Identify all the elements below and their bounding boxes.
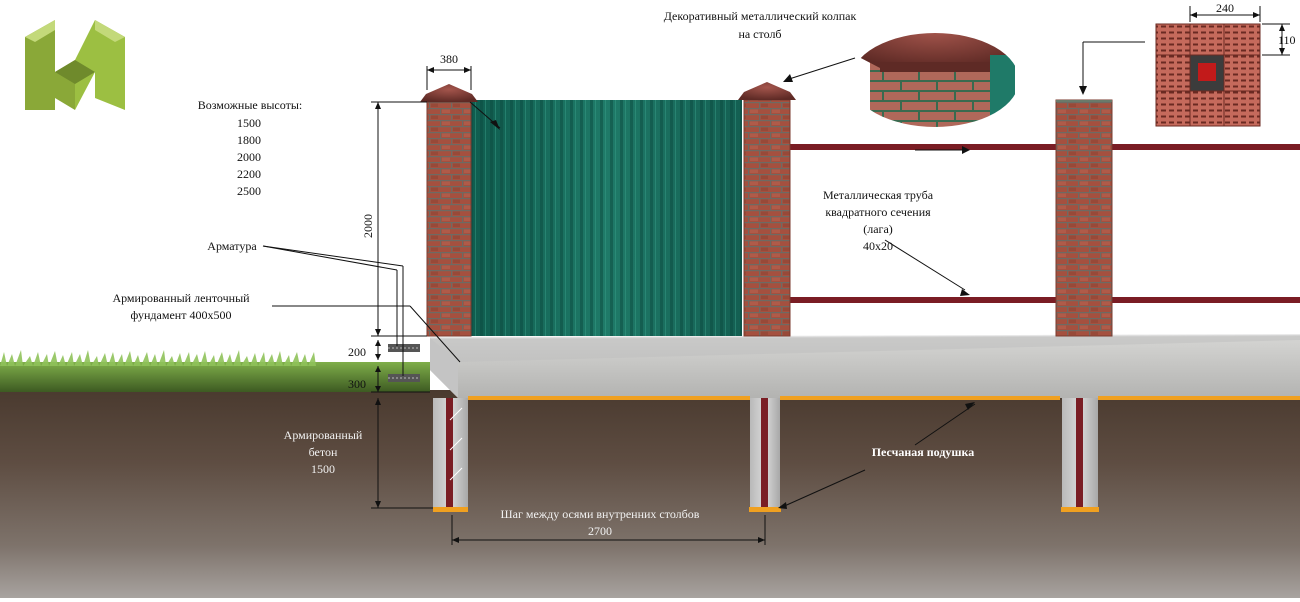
height-2000: 2000: [237, 150, 261, 164]
cap-label-line2: на столб: [738, 27, 781, 41]
heights-title: Возможные высоты:: [198, 98, 303, 112]
height-1500: 1500: [237, 116, 261, 130]
sand-label: Песчаная подушка: [872, 445, 975, 459]
dim-240: 240: [1216, 1, 1234, 15]
pipe-bottom: [790, 297, 1300, 303]
dim-200: 200: [348, 345, 366, 359]
brick-pillar-left: [420, 84, 478, 337]
dim-380: 380: [440, 52, 458, 66]
pipe-label-2: квадратного сечения: [825, 205, 931, 219]
underground-post-2: [749, 398, 781, 512]
brick-pillar-middle: [738, 82, 796, 337]
underground-post-1: [433, 398, 468, 512]
cap-zoom-bubble: [849, 31, 1021, 129]
pipe-label-4: 40х20: [863, 239, 893, 253]
profiled-sheet: [470, 100, 742, 336]
grass: [0, 362, 430, 392]
company-logo: [25, 20, 125, 110]
underground-post-3: [1061, 398, 1099, 512]
foundation-label-1: Армированный ленточный: [112, 291, 250, 305]
step-label-2: 2700: [588, 524, 612, 538]
height-2500: 2500: [237, 184, 261, 198]
brick-pillar-right: [1055, 99, 1113, 337]
soil: [0, 390, 1300, 598]
cap-label-line1: Декоративный металлический колпак: [664, 9, 857, 23]
step-label-1: Шаг между осями внутренних столбов: [501, 507, 700, 521]
pillar-cap-middle: [738, 82, 796, 100]
pipe-label-3: (лага): [863, 222, 893, 236]
foundation-label-2: фундамент 400х500: [131, 308, 232, 322]
pillar-cap-left: [420, 84, 478, 102]
concrete-label-1: Армированный: [284, 428, 363, 442]
rebar: [388, 344, 420, 382]
dim-2000: 2000: [361, 214, 375, 238]
sand-line: [468, 396, 750, 400]
brick-section-inset: [1155, 23, 1261, 127]
armatura-label: Арматура: [207, 239, 257, 253]
concrete-label-3: 1500: [311, 462, 335, 476]
concrete-label-2: бетон: [309, 445, 338, 459]
grass-blades: [0, 350, 316, 366]
height-2200: 2200: [237, 167, 261, 181]
pipe-top: [790, 144, 1300, 150]
height-1800: 1800: [237, 133, 261, 147]
arrowheads: [375, 12, 1285, 543]
dim-110: 110: [1278, 33, 1296, 47]
dim-300: 300: [348, 377, 366, 391]
pipe-label-1: Металлическая труба: [823, 188, 934, 202]
